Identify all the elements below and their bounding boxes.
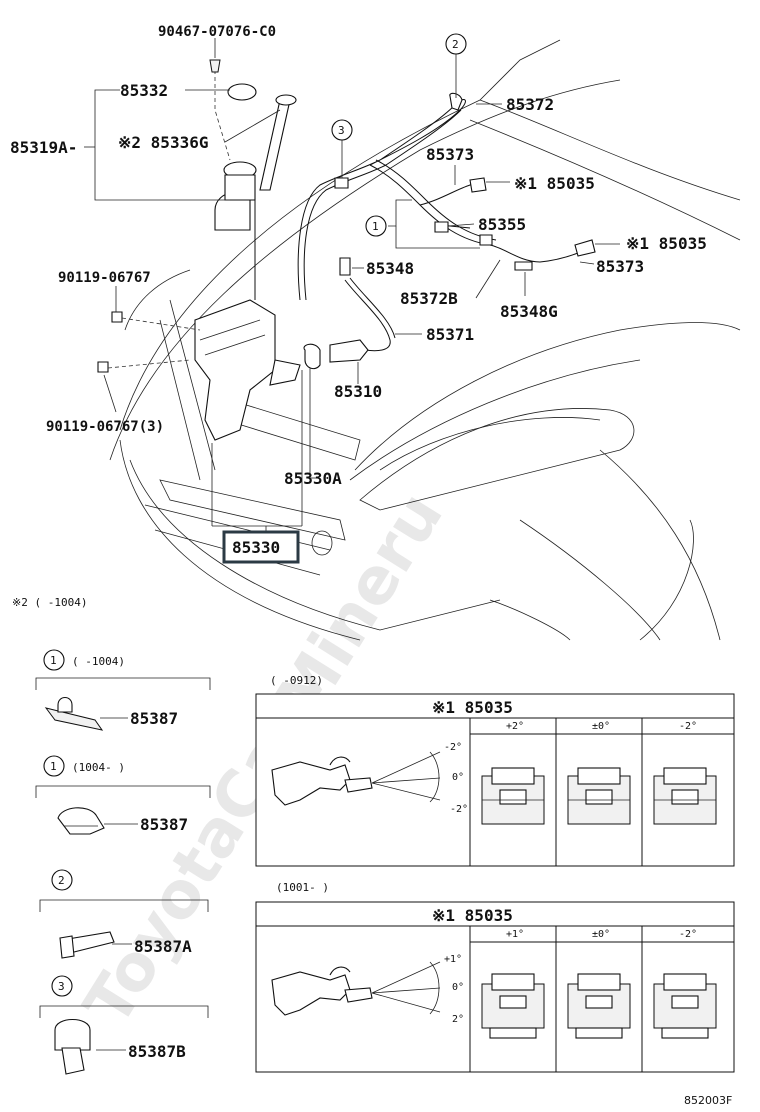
svg-text:-2°: -2° — [444, 742, 462, 753]
table1-header: ※1 85035 — [432, 698, 513, 717]
label-85310: 85310 — [334, 382, 382, 401]
note-2: ※2 ( -1004) — [12, 596, 87, 609]
label-85035-a: ※1 85035 — [514, 174, 595, 193]
clip-panel-2: 1 (1004- ) 85387 — [35, 755, 211, 835]
svg-text:+2°: +2° — [506, 721, 524, 732]
clip-part-85387a: 85387A — [134, 937, 192, 956]
svg-text:-2°: -2° — [679, 929, 697, 940]
label-90467: 90467-07076-C0 — [158, 24, 276, 40]
label-85330: 85330 — [232, 538, 280, 557]
clip-panel-4: 3 85387B — [39, 975, 209, 1075]
svg-text:1: 1 — [372, 220, 379, 233]
adjuster-icon — [567, 973, 631, 1039]
label-85336g: ※2 85336G — [118, 133, 208, 152]
svg-text:-2°: -2° — [450, 804, 468, 815]
svg-text:+1°: +1° — [444, 954, 462, 965]
svg-text:±0°: ±0° — [592, 929, 610, 940]
svg-text:(1001- ): (1001- ) — [276, 881, 329, 894]
label-85373-a: 85373 — [426, 145, 474, 164]
label-85373-b: 85373 — [596, 257, 644, 276]
nozzle-table-1: ( -0912) ※1 85035 +2° ±0° -2° -2° 0° -2° — [255, 674, 735, 867]
washer-tank — [97, 59, 596, 441]
svg-text:2: 2 — [452, 38, 459, 51]
label-85035-b: ※1 85035 — [626, 234, 707, 253]
clip-part-85387-a: 85387 — [130, 709, 178, 728]
clip-part-85387b: 85387B — [128, 1042, 186, 1061]
svg-text:2: 2 — [58, 874, 65, 887]
svg-text:1: 1 — [50, 760, 57, 773]
svg-text:2°: 2° — [452, 1014, 464, 1025]
table2-header: ※1 85035 — [432, 906, 513, 925]
svg-text:3: 3 — [338, 124, 345, 137]
svg-text:0°: 0° — [452, 982, 464, 993]
label-90119-a: 90119-06767 — [58, 270, 151, 286]
diagram-id: 852003F — [684, 1094, 732, 1107]
adjuster-icon — [653, 767, 717, 825]
label-85372: 85372 — [506, 95, 554, 114]
label-85355: 85355 — [478, 215, 526, 234]
adjuster-icon — [481, 767, 545, 825]
svg-text:0°: 0° — [452, 772, 464, 783]
svg-text:( -1004): ( -1004) — [72, 655, 125, 668]
adjuster-icon — [567, 767, 631, 825]
svg-text:(1004- ): (1004- ) — [72, 761, 125, 774]
label-85330-box — [222, 530, 300, 564]
svg-text:±0°: ±0° — [592, 721, 610, 732]
label-85371: 85371 — [426, 325, 474, 344]
svg-text:3: 3 — [58, 980, 65, 993]
adjuster-icon — [481, 973, 545, 1039]
label-85332: 85332 — [120, 81, 168, 100]
label-85330a: 85330A — [284, 469, 342, 488]
callouts: 2 3 1 — [331, 33, 467, 237]
clip-panel-1: 1 ( -1004) 85387 — [35, 649, 211, 731]
leader-lines — [84, 38, 620, 532]
svg-text:+1°: +1° — [506, 929, 524, 940]
svg-text:-2°: -2° — [679, 721, 697, 732]
adjuster-icon — [653, 973, 717, 1039]
label-90119-b: 90119-06767(3) — [46, 419, 164, 435]
nozzle-table-2: (1001- ) ※1 85035 +1° ±0° -2° +1° 0° 2° — [255, 881, 735, 1073]
clip-part-85387-b: 85387 — [140, 815, 188, 834]
svg-text:( -0912): ( -0912) — [270, 674, 323, 687]
svg-text:1: 1 — [50, 654, 57, 667]
label-85319a: 85319A- — [10, 138, 77, 157]
part-labels: 90467-07076-C0 85332 85319A- ※2 85336G 9… — [10, 24, 707, 609]
label-85348: 85348 — [366, 259, 414, 278]
car-body-outline — [109, 39, 741, 641]
label-85348g: 85348G — [500, 302, 558, 321]
label-85372b: 85372B — [400, 289, 458, 308]
clip-panel-3: 2 85387A — [39, 869, 209, 959]
